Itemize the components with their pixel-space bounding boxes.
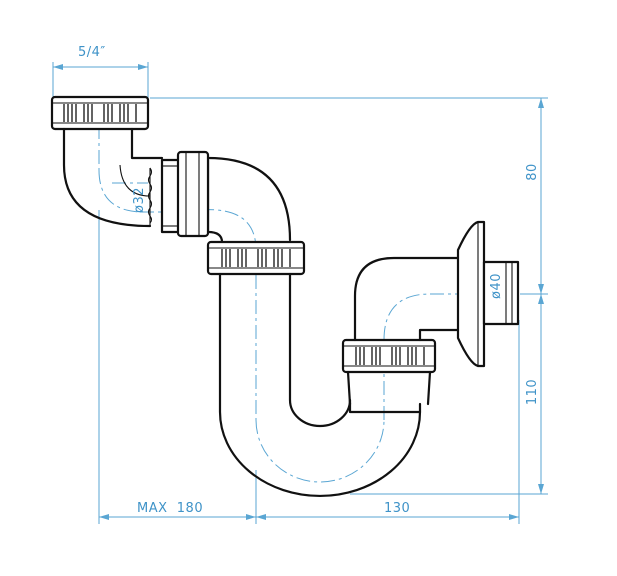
inlet-elbow bbox=[62, 127, 164, 228]
outlet-nut bbox=[341, 338, 437, 406]
dimension-lines bbox=[52, 62, 548, 524]
label-width-left: MAX 180 bbox=[137, 501, 203, 516]
wall-rosette bbox=[456, 220, 520, 368]
inlet-nut bbox=[50, 95, 150, 131]
dimension-labels: 5/4″ ø32 ø40 80 110 MAX 180 130 bbox=[78, 45, 540, 516]
u-trap bbox=[218, 272, 422, 498]
label-outlet-diameter: ø40 bbox=[489, 273, 504, 299]
label-height-top: 80 bbox=[525, 163, 540, 181]
label-inlet-diameter: ø32 bbox=[132, 187, 147, 213]
upper-bend bbox=[206, 156, 292, 244]
slip-joint-nut bbox=[160, 150, 210, 238]
outlet-elbow bbox=[353, 256, 462, 342]
middle-nut bbox=[206, 240, 306, 276]
label-height-bottom: 110 bbox=[525, 379, 540, 405]
label-width-right: 130 bbox=[384, 501, 410, 516]
label-inlet-size: 5/4″ bbox=[78, 45, 106, 60]
